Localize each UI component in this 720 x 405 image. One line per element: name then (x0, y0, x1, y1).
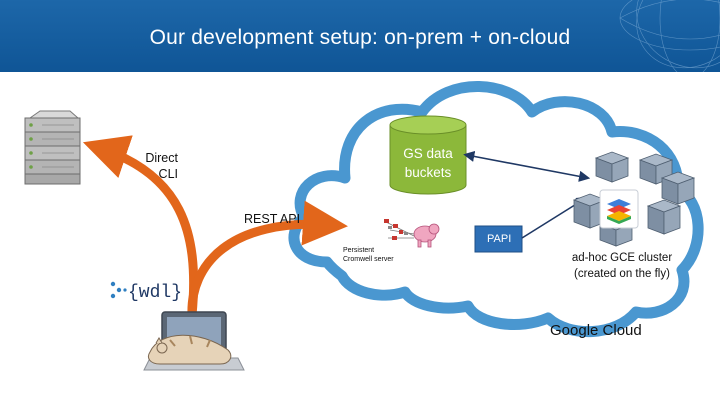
rest-api-label: REST API (244, 212, 301, 226)
title-bar: Our development setup: on-prem + on-clou… (0, 0, 720, 72)
bucket-to-cluster-connector (463, 150, 591, 182)
papi-label: PAPI (487, 233, 512, 245)
gs-data-buckets-label: GS data buckets (392, 144, 464, 182)
cromwell-server-label: Persistent Cromwell server (343, 246, 394, 264)
google-cloud-label: Google Cloud (550, 322, 642, 339)
gce-cluster-label: ad-hoc GCE cluster (created on the fly) (563, 250, 681, 282)
direct-cli-label-line2: CLI (158, 167, 178, 181)
laptop-with-cat-icon (143, 311, 245, 371)
wdl-logo-icon: {wdl} (110, 281, 182, 303)
cromwell-pig-icon (384, 219, 440, 248)
cromwell-label-line1: Persistent (343, 247, 375, 254)
cromwell-label-line2: Cromwell server (343, 256, 394, 263)
server-rack-icon (24, 110, 81, 185)
header-decoration (619, 0, 720, 72)
gce-layers-icon (599, 189, 639, 229)
compute-cluster-icon (572, 151, 696, 247)
wdl-logo-text: {wdl} (128, 283, 182, 303)
gs-buckets-line2: buckets (404, 165, 452, 180)
gs-data-buckets-cylinder (389, 115, 467, 195)
gs-buckets-line1: GS data (403, 146, 453, 161)
rest-api-arrow (187, 200, 348, 316)
papi-box (474, 225, 523, 253)
direct-cli-label: Direct CLI (138, 150, 178, 182)
cluster-label-line2: (created on the fly) (574, 268, 670, 280)
slide-title: Our development setup: on-prem + on-clou… (149, 26, 571, 49)
direct-cli-label-line1: Direct (145, 151, 178, 165)
cluster-label-line1: ad-hoc GCE cluster (571, 252, 673, 264)
